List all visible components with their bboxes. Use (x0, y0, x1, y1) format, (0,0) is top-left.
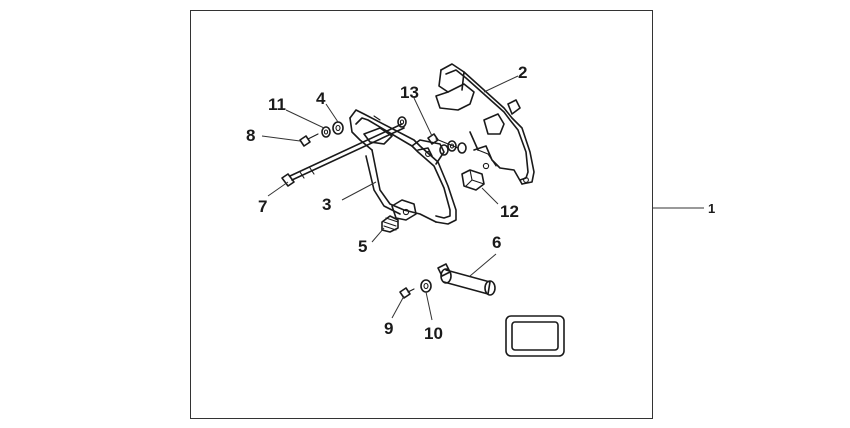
label-part-9: 9 (384, 319, 393, 338)
part-12-clamp (461, 169, 485, 191)
part-3-bracket-frame (349, 109, 457, 225)
label-part-13: 13 (400, 83, 419, 102)
label-part-10: 10 (424, 324, 443, 343)
part-5-spring (381, 215, 399, 233)
part-6-pin (437, 263, 496, 296)
label-part-7: 7 (258, 197, 267, 216)
kit-number-label: 1 (708, 201, 715, 216)
label-part-4: 4 (316, 89, 326, 108)
diagram-frame (190, 10, 653, 419)
part-2-bracket-frame (435, 63, 535, 185)
reflector-plate (505, 315, 565, 357)
label-part-12: 12 (500, 202, 519, 221)
label-part-6: 6 (492, 233, 501, 252)
part-8-small-bolt (299, 133, 319, 147)
part-7-long-bolt (281, 123, 405, 187)
label-part-11: 11 (268, 95, 286, 114)
part-4-washers (332, 116, 407, 135)
part-9-screw (399, 287, 415, 299)
label-part-2: 2 (518, 63, 527, 82)
leader-lines (261, 75, 519, 321)
part-11-washer (321, 126, 331, 138)
label-part-3: 3 (322, 195, 331, 214)
label-part-5: 5 (358, 237, 367, 256)
part-10-washer (420, 279, 432, 293)
part-13-bolt (427, 133, 467, 156)
label-part-8: 8 (246, 126, 255, 145)
